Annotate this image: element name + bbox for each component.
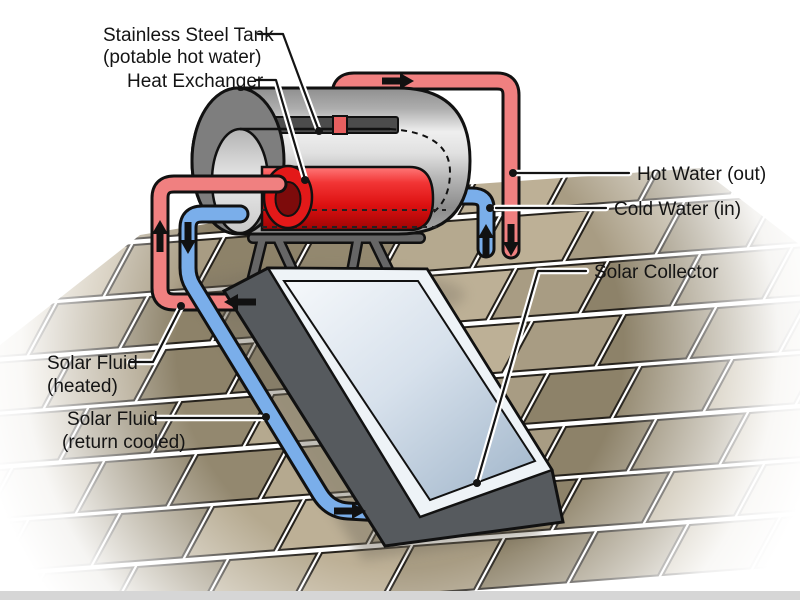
label-stainless-tank-line2: (potable hot water) [103, 47, 261, 68]
bottom-edge-strip [0, 591, 800, 600]
label-solar-fluid-heated-line1: Solar Fluid [47, 353, 138, 374]
hot-outlet-stub [332, 115, 348, 135]
collector-glass [282, 280, 537, 502]
solar-fluid-cold-down-arrow [180, 222, 196, 254]
leader-hot-water-out [509, 169, 633, 177]
leader-solar-fluid-return [151, 413, 270, 422]
cold-water-in-pipe [442, 186, 496, 259]
hot-water-out-top-arrow [382, 73, 414, 89]
hot-water-out-down-arrow [503, 224, 519, 256]
label-stainless-tank-line1: Stainless Steel Tank [103, 25, 274, 46]
leader-solar-fluid-heated [126, 302, 185, 366]
leader-dot [315, 127, 323, 135]
label-solar-fluid-return-line1: Solar Fluid [67, 409, 158, 430]
label-solar-collector: Solar Collector [594, 262, 719, 283]
label-solar-fluid-return-line2: (return cooled) [62, 432, 186, 453]
leader-dot [473, 479, 481, 487]
solar-fluid-cold-right-arrow [334, 503, 366, 519]
label-cold-water-in: Cold Water (in) [614, 199, 741, 220]
leader-dot [486, 204, 494, 212]
label-solar-fluid-heated-line2: (heated) [47, 376, 118, 397]
solar-fluid-hot-up-arrow [152, 220, 168, 252]
label-hot-water-out: Hot Water (out) [637, 164, 766, 185]
leader-dot [301, 176, 309, 184]
leader-dot [177, 302, 185, 310]
solar-fluid-return-pipe [178, 204, 410, 524]
leader-solar-collector [473, 267, 590, 487]
cold-water-in-up-arrow [478, 224, 494, 256]
leader-dot [262, 413, 270, 421]
leader-stainless-tank [254, 30, 323, 135]
flow-arrows [152, 73, 519, 519]
leader-heat-exchanger [252, 76, 309, 184]
leader-cold-water-in [486, 204, 610, 212]
leader-dot [509, 169, 517, 177]
labels: Stainless Steel Tank (potable hot water)… [47, 25, 766, 453]
solar-fluid-hot-left-arrow [224, 294, 256, 310]
leader-lines [126, 30, 633, 487]
label-heat-exchanger: Heat Exchanger [127, 71, 264, 92]
